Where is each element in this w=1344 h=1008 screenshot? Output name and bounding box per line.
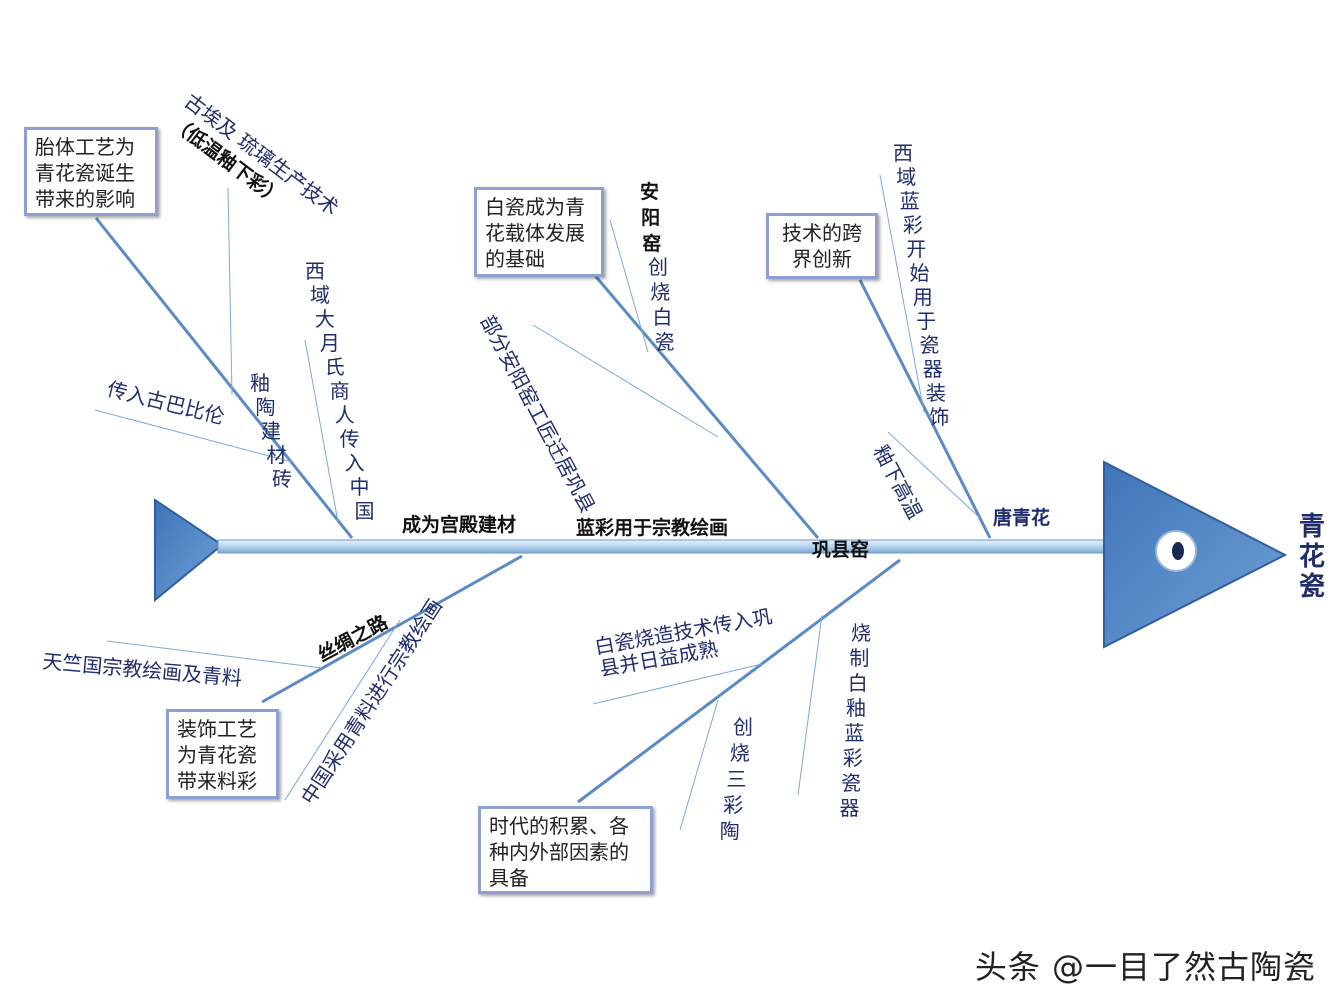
label-yuezhi: 西域大月氏商人传入中国 <box>305 259 375 523</box>
sub-white-tech <box>592 663 763 705</box>
fish-spine <box>217 539 1107 554</box>
label-babylon: 传入古巴比伦 <box>105 377 227 429</box>
bone-era <box>577 558 901 804</box>
sub-sancai <box>679 699 719 831</box>
spine-label-palace: 成为宫殿建材 <box>402 513 516 536</box>
box-cross-tech: 技术的跨界创新 <box>766 213 878 279</box>
spine-label-tang: 唐青花 <box>993 506 1050 529</box>
label-india: 天竺国宗教绘画及青料 <box>42 649 243 690</box>
spine-label-religious: 蓝彩用于宗教绘画 <box>576 516 728 539</box>
sub-yuezhi <box>304 339 339 523</box>
sub-babylon <box>94 409 293 463</box>
watermark: 头条 @一目了然古陶瓷 <box>974 948 1316 986</box>
box-era: 时代的积累、各种内外部因素的具备 <box>478 806 653 894</box>
sub-anyang <box>609 219 649 353</box>
label-glazed-brick: 釉陶建材砖 <box>250 371 292 491</box>
sub-white-glaze-blue <box>797 614 823 796</box>
fish-tail <box>154 498 224 603</box>
sub-egypt <box>227 187 233 396</box>
bone-decoration <box>261 554 523 704</box>
bone-cross-tech <box>858 279 992 539</box>
label-sancai: 创烧三彩陶 <box>720 715 753 843</box>
label-anyang-bold: 安阳窑 <box>640 180 661 255</box>
bone-white-porcelain <box>573 251 820 539</box>
head-label: 青花瓷 <box>1299 512 1325 602</box>
label-western-blue: 西域蓝彩开始用于瓷器装饰 <box>893 141 949 429</box>
sub-china-blue <box>284 619 401 801</box>
box-body-tech: 胎体工艺为青花瓷诞生带来的影响 <box>24 127 158 216</box>
box-decoration: 装饰工艺为青花瓷带来料彩 <box>166 709 279 799</box>
fish-pupil <box>1172 542 1184 560</box>
bone-body-tech <box>94 217 354 539</box>
sub-underglaze <box>887 431 981 519</box>
sub-western-blue <box>879 174 925 413</box>
label-craftsmen: 部分安阳窑工匠迁居巩县 <box>476 311 600 517</box>
spine-label-gongxian: 巩县窑 <box>812 538 869 561</box>
sub-silk-road <box>106 640 323 669</box>
label-underglaze: 釉下高温 <box>869 441 928 523</box>
label-white-glaze-blue: 烧制白釉蓝彩瓷器 <box>839 621 871 820</box>
label-anyang-rest: 创烧白瓷 <box>648 255 675 354</box>
box-white-porcelain: 白瓷成为青花载体发展的基础 <box>474 187 604 277</box>
sub-craftsmen <box>532 324 719 438</box>
label-silk-road: 丝绸之路 <box>314 610 393 666</box>
